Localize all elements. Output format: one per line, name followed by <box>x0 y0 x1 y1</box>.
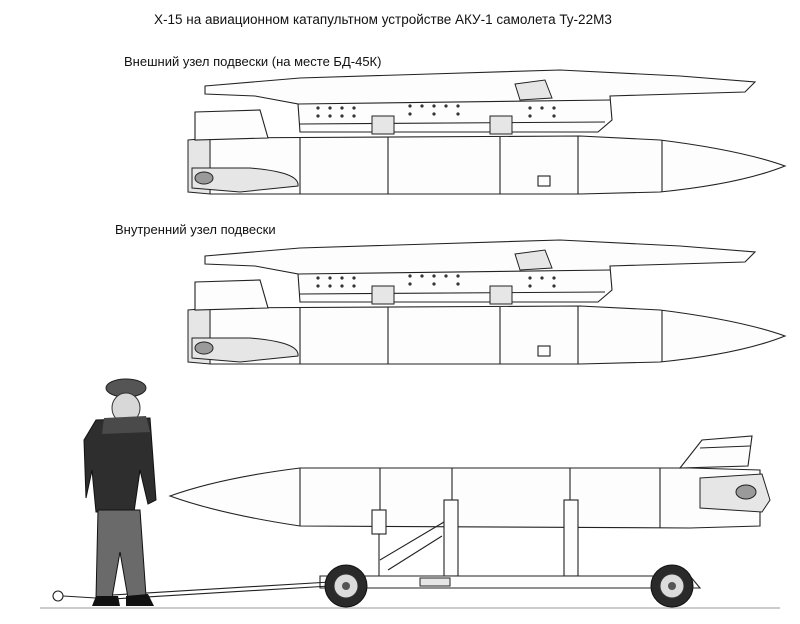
outer-pylon-assembly <box>187 69 786 195</box>
soldier-figure <box>83 378 157 606</box>
view-label-outer-pylon: Внешний узел подвески (на месте БД-45К) <box>124 54 382 69</box>
view-label-inner-pylon: Внутренний узел подвески <box>115 222 276 237</box>
inner-pylon-assembly <box>187 239 786 365</box>
diagram-title: Х-15 на авиационном катапультном устройс… <box>154 12 612 27</box>
